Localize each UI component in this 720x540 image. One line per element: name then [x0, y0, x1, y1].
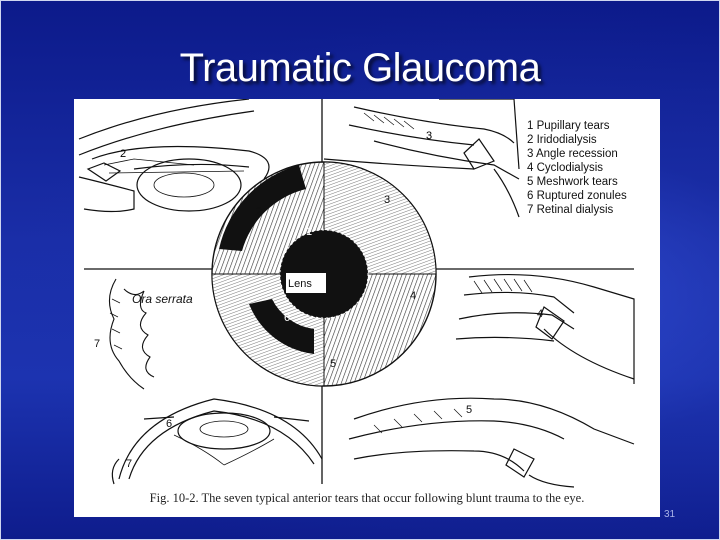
label-3-iris: 3: [384, 194, 390, 206]
bottom-right-cross-section: [348, 397, 635, 488]
legend-item: 4 Cyclodialysis: [527, 162, 603, 174]
legend-item: 7 Retinal dialysis: [527, 204, 614, 216]
top-left-cross-section: [78, 99, 270, 213]
label-ora-serrata: Ora serrata: [132, 292, 193, 306]
slide-number: 31: [664, 509, 676, 520]
label-5-iris: 5: [330, 358, 336, 370]
legend-item: 5 Meshwork tears: [527, 176, 618, 188]
legend-item: 2 Iridodialysis: [527, 134, 597, 146]
top-right-cross-section: [323, 99, 520, 218]
label-4-iris: 4: [410, 290, 416, 302]
label-3-top: 3: [426, 130, 432, 142]
label-4-right: 4: [537, 308, 543, 320]
legend-item: 6 Ruptured zonules: [527, 190, 627, 202]
label-5-bottom: 5: [466, 404, 472, 416]
anatomy-figure: 2 3 1 Pupillary tears 2 Iridodialysis 3 …: [74, 99, 660, 517]
label-2-top: 2: [120, 148, 126, 160]
legend: 1 Pupillary tears 2 Iridodialysis 3 Angl…: [527, 120, 627, 216]
figure-caption: Fig. 10-2. The seven typical anterior te…: [149, 491, 585, 505]
central-iris: [211, 161, 437, 387]
bottom-left-cross-section: [111, 398, 323, 485]
ora-serrata-sketch: [108, 278, 155, 390]
legend-item: 1 Pupillary tears: [527, 120, 610, 132]
label-1-iris: 1: [306, 226, 312, 238]
label-7-bottom: 7: [126, 458, 132, 470]
slide-title: Traumatic Glaucoma: [179, 46, 541, 90]
eye-trauma-diagram: 2 3 1 Pupillary tears 2 Iridodialysis 3 …: [78, 99, 635, 488]
label-6-iris: 6: [284, 312, 290, 324]
label-7-left: 7: [94, 338, 100, 350]
right-cross-section: [455, 273, 635, 384]
label-2-iris: 2: [256, 206, 262, 218]
label-lens: Lens: [288, 278, 312, 290]
label-6-bottom: 6: [166, 418, 172, 430]
legend-item: 3 Angle recession: [527, 148, 618, 160]
